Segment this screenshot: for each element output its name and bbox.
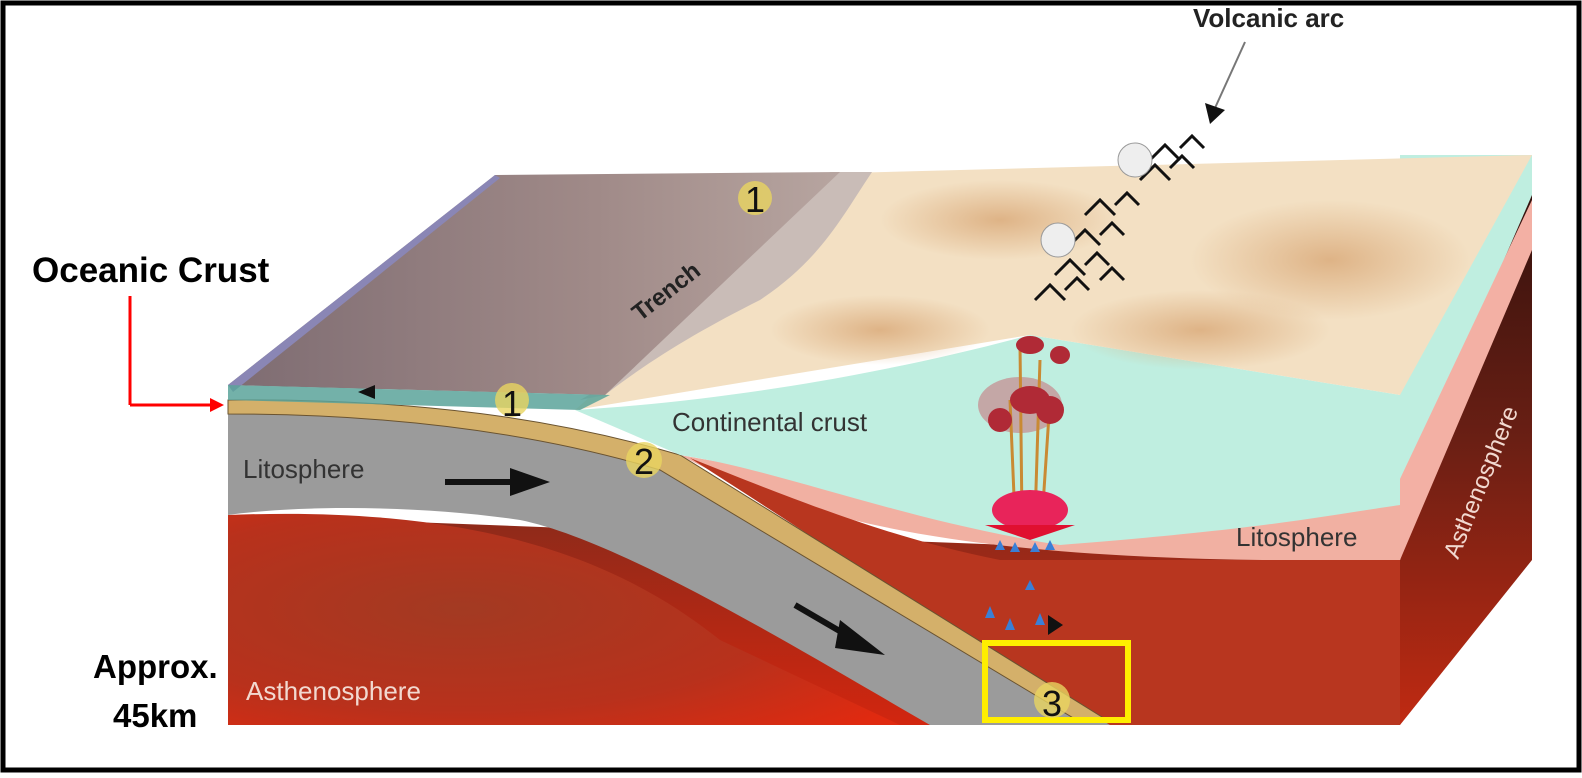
slab-lithosphere (228, 411, 1110, 725)
fluid-drops (985, 540, 1055, 630)
oceanic-crust-label: Oceanic Crust (32, 251, 270, 290)
continental-crust-label: Continental crust (672, 407, 868, 437)
asthenosphere-lower (228, 513, 900, 725)
ash-cloud-icon (1040, 222, 1076, 258)
volcanic-arc-arrow (1205, 103, 1225, 124)
asthenosphere-front-label: Asthenosphere (246, 676, 421, 706)
side-litho (1390, 200, 1532, 560)
volcano-symbols (1033, 133, 1206, 302)
lithosphere-right-label: Litosphere (1236, 522, 1357, 552)
highlight-box (982, 640, 1131, 723)
volcanic-arc-label: Volcanic arc (1193, 3, 1344, 33)
marker-1-top: 1 (745, 179, 765, 220)
marker-1-edge: 1 (502, 383, 522, 424)
marker-3: 3 (1042, 683, 1062, 724)
oceanic-crust-pointer (128, 296, 224, 412)
depth-label-line1: Approx. (93, 648, 218, 685)
lithosphere-left-label: Litosphere (243, 454, 364, 484)
continental-crust-face (575, 335, 1400, 545)
magma-chamber (978, 336, 1075, 540)
marker-2: 2 (634, 441, 654, 482)
ash-cloud-icon (1117, 142, 1153, 178)
mantle-wedge (690, 458, 1400, 725)
slab-motion-arrows (358, 385, 1063, 655)
depth-label-line2: 45km (113, 697, 197, 734)
ocean-top (228, 172, 840, 395)
trench-slope (580, 172, 872, 400)
